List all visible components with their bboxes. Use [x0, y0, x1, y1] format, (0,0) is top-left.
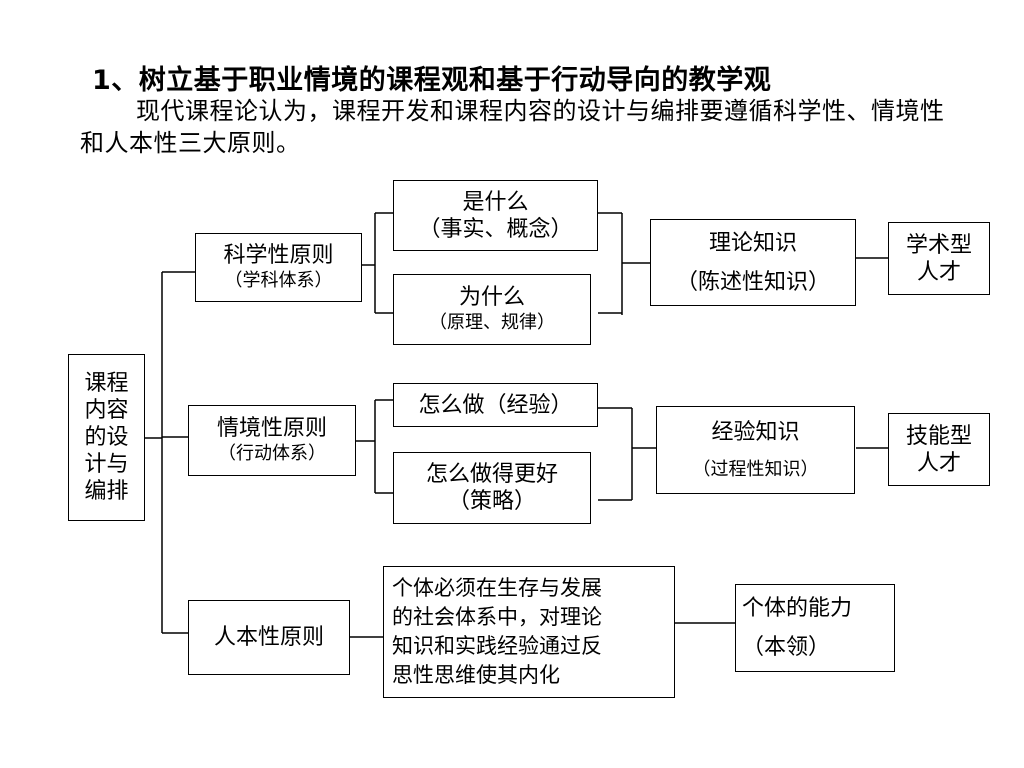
academic-talent-line: 人才 [916, 259, 961, 285]
science-principle-box: 科学性原则 （学科体系） [195, 233, 362, 302]
humanity-description-line: 思性思维使其内化 [392, 663, 560, 687]
root-box: 课程 内容 的设 计与 编排 [68, 354, 145, 521]
why-sub: （原理、规律） [429, 312, 555, 333]
science-principle-label: 科学性原则 [223, 243, 334, 268]
skill-talent-box: 技能型 人才 [888, 413, 990, 486]
root-line: 内容 [84, 398, 129, 423]
theory-knowledge-sub: （陈述性知识） [675, 269, 830, 295]
experience-knowledge-label: 经验知识 [711, 419, 800, 445]
theory-knowledge-box: 理论知识 （陈述性知识） [650, 219, 856, 306]
humanity-description-box: 个体必须在生存与发展 的社会体系中，对理论 知识和实践经验通过反 思性思维使其内… [383, 566, 675, 698]
ability-box: 个体的能力 （本领） [735, 584, 895, 672]
humanity-description-line: 的社会体系中，对理论 [392, 605, 602, 629]
what-box: 是什么 （事实、概念） [393, 180, 598, 251]
experience-knowledge-sub: （过程性知识） [692, 458, 819, 480]
academic-talent-line: 学术型 [905, 232, 972, 258]
why-label: 为什么 [458, 285, 525, 310]
root-line: 的设 [84, 425, 129, 450]
what-label: 是什么 [462, 189, 529, 215]
humanity-principle-label: 人本性原则 [213, 625, 324, 650]
context-principle-box: 情境性原则 （行动体系） [188, 405, 356, 476]
experience-knowledge-box: 经验知识 （过程性知识） [656, 406, 855, 494]
better-sub: （策略） [447, 489, 536, 514]
humanity-principle-box: 人本性原则 [188, 600, 350, 675]
what-sub: （事实、概念） [418, 216, 573, 242]
better-box: 怎么做得更好 （策略） [393, 452, 591, 524]
academic-talent-box: 学术型 人才 [888, 222, 990, 295]
ability-label: 个体的能力 [742, 596, 853, 621]
humanity-description-line: 个体必须在生存与发展 [392, 576, 602, 600]
skill-talent-line: 技能型 [905, 423, 972, 449]
root-line: 编排 [84, 479, 129, 504]
skill-talent-line: 人才 [916, 450, 961, 476]
ability-sub: （本领） [742, 635, 831, 660]
how-label: 怎么做（经验） [418, 392, 573, 418]
context-principle-sub: （行动体系） [218, 443, 326, 464]
humanity-description-line: 知识和实践经验通过反 [392, 634, 602, 658]
why-box: 为什么 （原理、规律） [393, 274, 591, 345]
intro-paragraph: 现代课程论认为，课程开发和课程内容的设计与编排要遵循科学性、情境性和人本性三大原… [80, 97, 945, 157]
root-line: 课程 [84, 371, 129, 396]
theory-knowledge-label: 理论知识 [708, 230, 797, 256]
science-principle-sub: （学科体系） [224, 270, 333, 291]
context-principle-label: 情境性原则 [216, 416, 327, 441]
page-title: 1、树立基于职业情境的课程观和基于行动导向的教学观 [92, 65, 772, 96]
better-label: 怎么做得更好 [425, 462, 558, 487]
how-box: 怎么做（经验） [393, 383, 598, 427]
root-line: 计与 [84, 452, 129, 477]
